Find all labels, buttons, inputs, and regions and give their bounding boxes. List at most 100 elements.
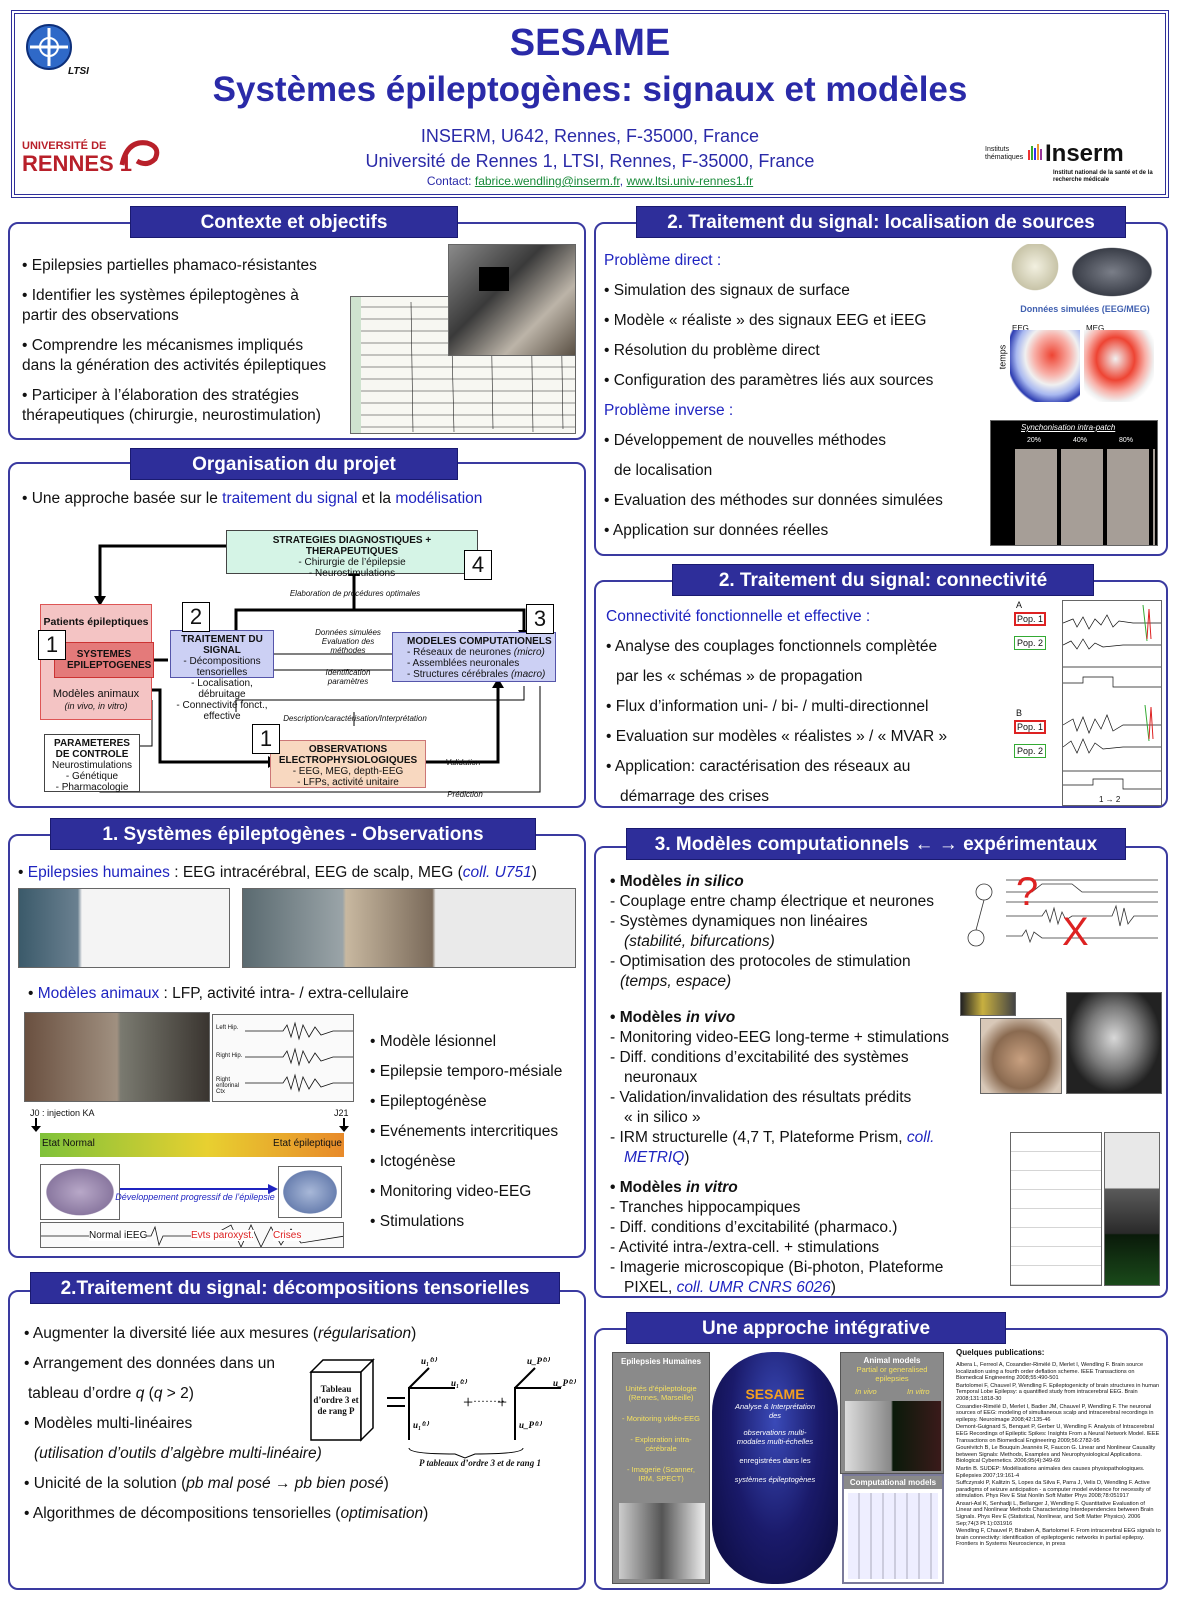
tensor-item-2b-c: (	[144, 1385, 154, 1402]
observations-title: 1. Systèmes épileptogènes - Observations	[50, 818, 536, 850]
invivo-label: In vivo	[855, 1387, 877, 1396]
vitro-heading: • Modèles in vitro	[610, 1178, 738, 1197]
traitement-box: TRAITEMENT DU SIGNAL - Décompositions te…	[170, 630, 274, 722]
tensor-item-1: • Augmenter la diversité liée aux mesure…	[24, 1324, 416, 1343]
contexte-item-2: • Identifier les systèmes épileptogènes …	[22, 287, 299, 304]
intro-text-c: et la	[357, 490, 396, 507]
observations-line-1: - EEG, MEG, depth-EEG	[292, 766, 404, 777]
connect-item-4: • Application: caractérisation des résea…	[606, 758, 911, 775]
inserm-bars-icon	[1028, 144, 1042, 160]
vivo-heading: • Modèles in vivo	[610, 1008, 735, 1027]
vivo-6b-a: METRIQ	[624, 1149, 685, 1166]
obs-list-4: • Evénements intercritiques	[370, 1123, 559, 1140]
parametres-title: PARAMETERES DE CONTROLE	[54, 738, 130, 760]
traitement-line-2: - Localisation, débruitage	[191, 678, 253, 700]
badge-1-bottom: 1	[252, 724, 280, 754]
pop2-a: Pop. 2	[1014, 636, 1046, 650]
connect-item-3: • Evaluation sur modèles « réalistes » /…	[606, 728, 948, 745]
obs-list-2: • Epilepsie temporo-mésiale	[370, 1063, 563, 1080]
affiliation-1: INSERM, U642, Rennes, F-35000, France	[420, 126, 760, 146]
tensor-title: 2.Traitement du signal: décompositions t…	[30, 1272, 560, 1304]
lfp-traces: Left Hip. Right Hip. Right entorinal Ctx	[212, 1014, 354, 1102]
ptab-label: P tableaux d’ordre 3 et de rang 1	[419, 1458, 541, 1468]
pct-20: 20%	[1027, 437, 1042, 444]
pub-8: Ansari-Asl K, Senhadji L, Bellanger J, W…	[956, 1500, 1154, 1527]
vitro-4: - Imagerie microscopique (Bi-photon, Pla…	[610, 1259, 944, 1276]
humaines-line-3: - Exploration intra-cérébrale	[630, 1435, 692, 1453]
ieeg-evolution-traces: Normal iEEG Evts paroxyst. Crises	[40, 1222, 344, 1248]
silico-heading-a: • Modèles	[610, 873, 687, 890]
vivo-6-b: coll.	[906, 1129, 935, 1146]
vitro-heading-a: • Modèles	[610, 1179, 687, 1196]
vivo-6b: METRIQ)	[624, 1148, 689, 1167]
email-link[interactable]: fabrice.wendling@inserm.fr	[474, 174, 620, 188]
center-line-1: Analyse & Interprétation des	[734, 1402, 816, 1420]
elaboration-label: Elaboration de procédures optimales	[289, 589, 421, 598]
vitro-3: - Activité intra-/extra-cell. + stimulat…	[610, 1239, 880, 1256]
animaux-sub: (in vivo, in vitro)	[64, 701, 128, 711]
mri-image	[1066, 992, 1162, 1094]
probleme-inverse-label: Problème inverse	[604, 402, 725, 419]
pub-1: Albera L, Ferreol A, Cosandier-Rimélé D,…	[956, 1362, 1144, 1382]
silico-3: (stabilité, bifurcations)	[624, 933, 775, 950]
humaines-photos	[619, 1503, 705, 1579]
mc-line1-scale: (micro)	[513, 647, 545, 658]
probleme-inverse: Problème inverse :	[604, 402, 734, 419]
contact-line: Contact: fabrice.wendling@inserm.fr, www…	[426, 174, 754, 188]
pct-40: 40%	[1073, 437, 1088, 444]
arrow-1-2-label: 1 → 2	[1099, 795, 1121, 804]
sync-label: Synchonisation intra-patch	[1021, 423, 1116, 432]
animal-setup-photo	[24, 1012, 210, 1102]
animal-images	[845, 1401, 941, 1471]
ltsi-label: LTSI	[68, 66, 89, 77]
badge-2: 2	[182, 602, 210, 632]
inserm-sub: Institut national de la santé et de la r…	[1053, 170, 1153, 183]
svg-text:u₁⁽¹⁾: u₁⁽¹⁾	[413, 1420, 430, 1430]
validation-label: Validation	[445, 758, 481, 767]
brain-slice-epileptic	[278, 1166, 342, 1218]
sources-direct-2: • Modèle « réaliste » des signaux EEG et…	[604, 312, 927, 329]
silico-5: (temps, espace)	[620, 973, 732, 990]
patients-label: Patients épileptiques	[43, 616, 149, 628]
crises-label: Crises	[273, 1230, 302, 1241]
svg-text:u_P⁽²⁾: u_P⁽²⁾	[553, 1378, 577, 1388]
obs-list-7: • Stimulations	[370, 1213, 465, 1230]
center-line-4: systèmes épileptogènes	[734, 1475, 816, 1484]
silico-heading: • Modèles in silico	[610, 872, 744, 891]
donnees-label: Données simulées Evaluation des méthodes	[315, 628, 381, 655]
vivo-5: « in silico »	[624, 1109, 701, 1126]
strategies-box: STRATEGIES DIAGNOSTIQUES + THERAPEUTIQUE…	[226, 530, 478, 579]
traitement-title: TRAITEMENT DU SIGNAL	[181, 634, 263, 656]
pubs-heading: Quelques publications:	[956, 1348, 1045, 1357]
hippocampus-images	[1104, 1132, 1160, 1286]
prediction-label: Prédiction	[447, 790, 483, 799]
center-line-3: enregistrées dans les	[739, 1456, 811, 1465]
tensor-item-5: • Algorithmes de décompositions tensorie…	[24, 1504, 428, 1523]
organisation-intro: • Une approche basée sur le traitement d…	[22, 489, 482, 508]
sim-data-label: Données simulées (EEG/MEG)	[1020, 304, 1150, 314]
vitro-5-a: PIXEL,	[624, 1279, 677, 1296]
development-label: Développement progressif de l’épilepsie	[115, 1192, 275, 1202]
state-gradient-bar: Etat Normal Etat épileptique	[40, 1133, 344, 1157]
connect-title: 2. Traitement du signal: connectivité	[672, 564, 1094, 596]
tensor-item-3: • Modèles multi-linéaires	[24, 1415, 193, 1432]
sesame-center-title: SESAME	[745, 1386, 805, 1402]
web-link[interactable]: www.ltsi.univ-rennes1.fr	[626, 174, 754, 188]
obs-humain-c: coll. U751	[462, 864, 532, 881]
tensor-item-2b-d: q	[153, 1385, 163, 1402]
vivo-6b-b: )	[684, 1149, 690, 1166]
pubs-list: Albera L, Ferreol A, Cosandier-Rimélé D,…	[956, 1362, 1162, 1548]
j0-label: J0 : injection KA	[30, 1108, 95, 1118]
observations-box-title: OBSERVATIONS ELECTROPHYSIOLOGIQUES	[278, 744, 418, 766]
silico-4: - Optimisation des protocoles de stimula…	[610, 953, 911, 970]
contact-label: Contact:	[426, 174, 472, 188]
inserm-name: Inserm	[1045, 140, 1124, 167]
brain-slice-normal	[40, 1164, 120, 1220]
mc-line3-text: - Structures cérébrales	[407, 669, 509, 680]
pub-3: Cosandier-Rimélé D, Merlet I, Badier JM,…	[956, 1403, 1154, 1423]
head-model-image	[1008, 244, 1062, 294]
pub-9: Wendling F, Chauvel P, Biraben A, Bartol…	[956, 1528, 1161, 1548]
pop1-a: Pop. 1	[1014, 612, 1046, 626]
sources-title: 2. Traitement du signal: localisation de…	[636, 206, 1126, 238]
vitro-1: - Tranches hippocampiques	[610, 1199, 801, 1216]
